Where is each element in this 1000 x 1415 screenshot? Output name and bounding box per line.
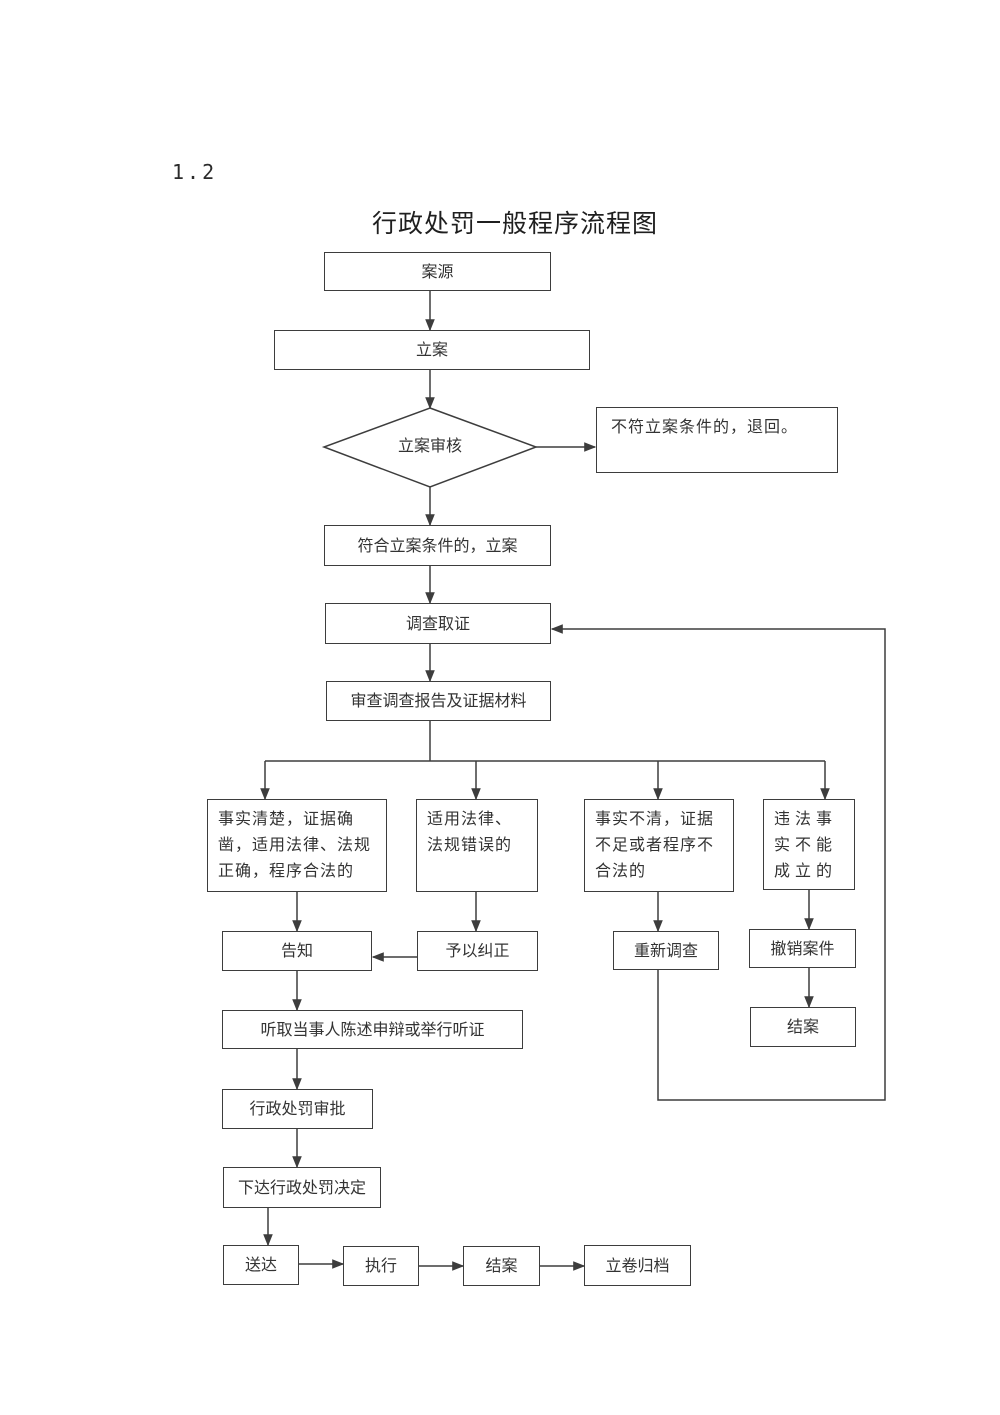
investigate-box: 调查取证 <box>325 603 551 644</box>
revoke-case-box: 撤销案件 <box>749 929 856 968</box>
notify-box: 告知 <box>222 931 372 971</box>
deliver-box: 送达 <box>223 1245 299 1285</box>
correct-box: 予以纠正 <box>417 931 538 971</box>
close-case-box: 结案 <box>463 1246 540 1286</box>
register-review-decision: 立案审核 <box>397 436 462 455</box>
execute-box: 执行 <box>343 1246 419 1286</box>
reject-box: 不符立案条件的，退回。 <box>596 407 838 473</box>
branch-law-error-box: 适用法律、法规错误的 <box>416 799 538 892</box>
case-source-box: 案源 <box>324 252 551 291</box>
diagram-title: 行政处罚一般程序流程图 <box>371 209 658 238</box>
register-box: 立案 <box>274 330 590 370</box>
archive-box: 立卷归档 <box>584 1245 691 1286</box>
reinvestigate-box: 重新调查 <box>613 931 719 970</box>
branch-clear-box: 事实清楚，证据确凿，适用法律、法规正确，程序合法的 <box>207 799 387 892</box>
examine-report-box: 审查调查报告及证据材料 <box>326 681 551 721</box>
branch-not-established-box: 违法事实不能成立的 <box>763 799 855 890</box>
branch-unclear-box: 事实不清，证据不足或者程序不合法的 <box>584 799 734 892</box>
accept-box: 符合立案条件的，立案 <box>324 525 551 566</box>
section-number: 1.2 <box>172 160 218 184</box>
decision-box: 下达行政处罚决定 <box>223 1167 381 1208</box>
branch-close-case-box: 结案 <box>750 1007 856 1047</box>
hearing-box: 听取当事人陈述申辩或举行听证 <box>222 1010 523 1049</box>
approval-box: 行政处罚审批 <box>222 1089 373 1129</box>
